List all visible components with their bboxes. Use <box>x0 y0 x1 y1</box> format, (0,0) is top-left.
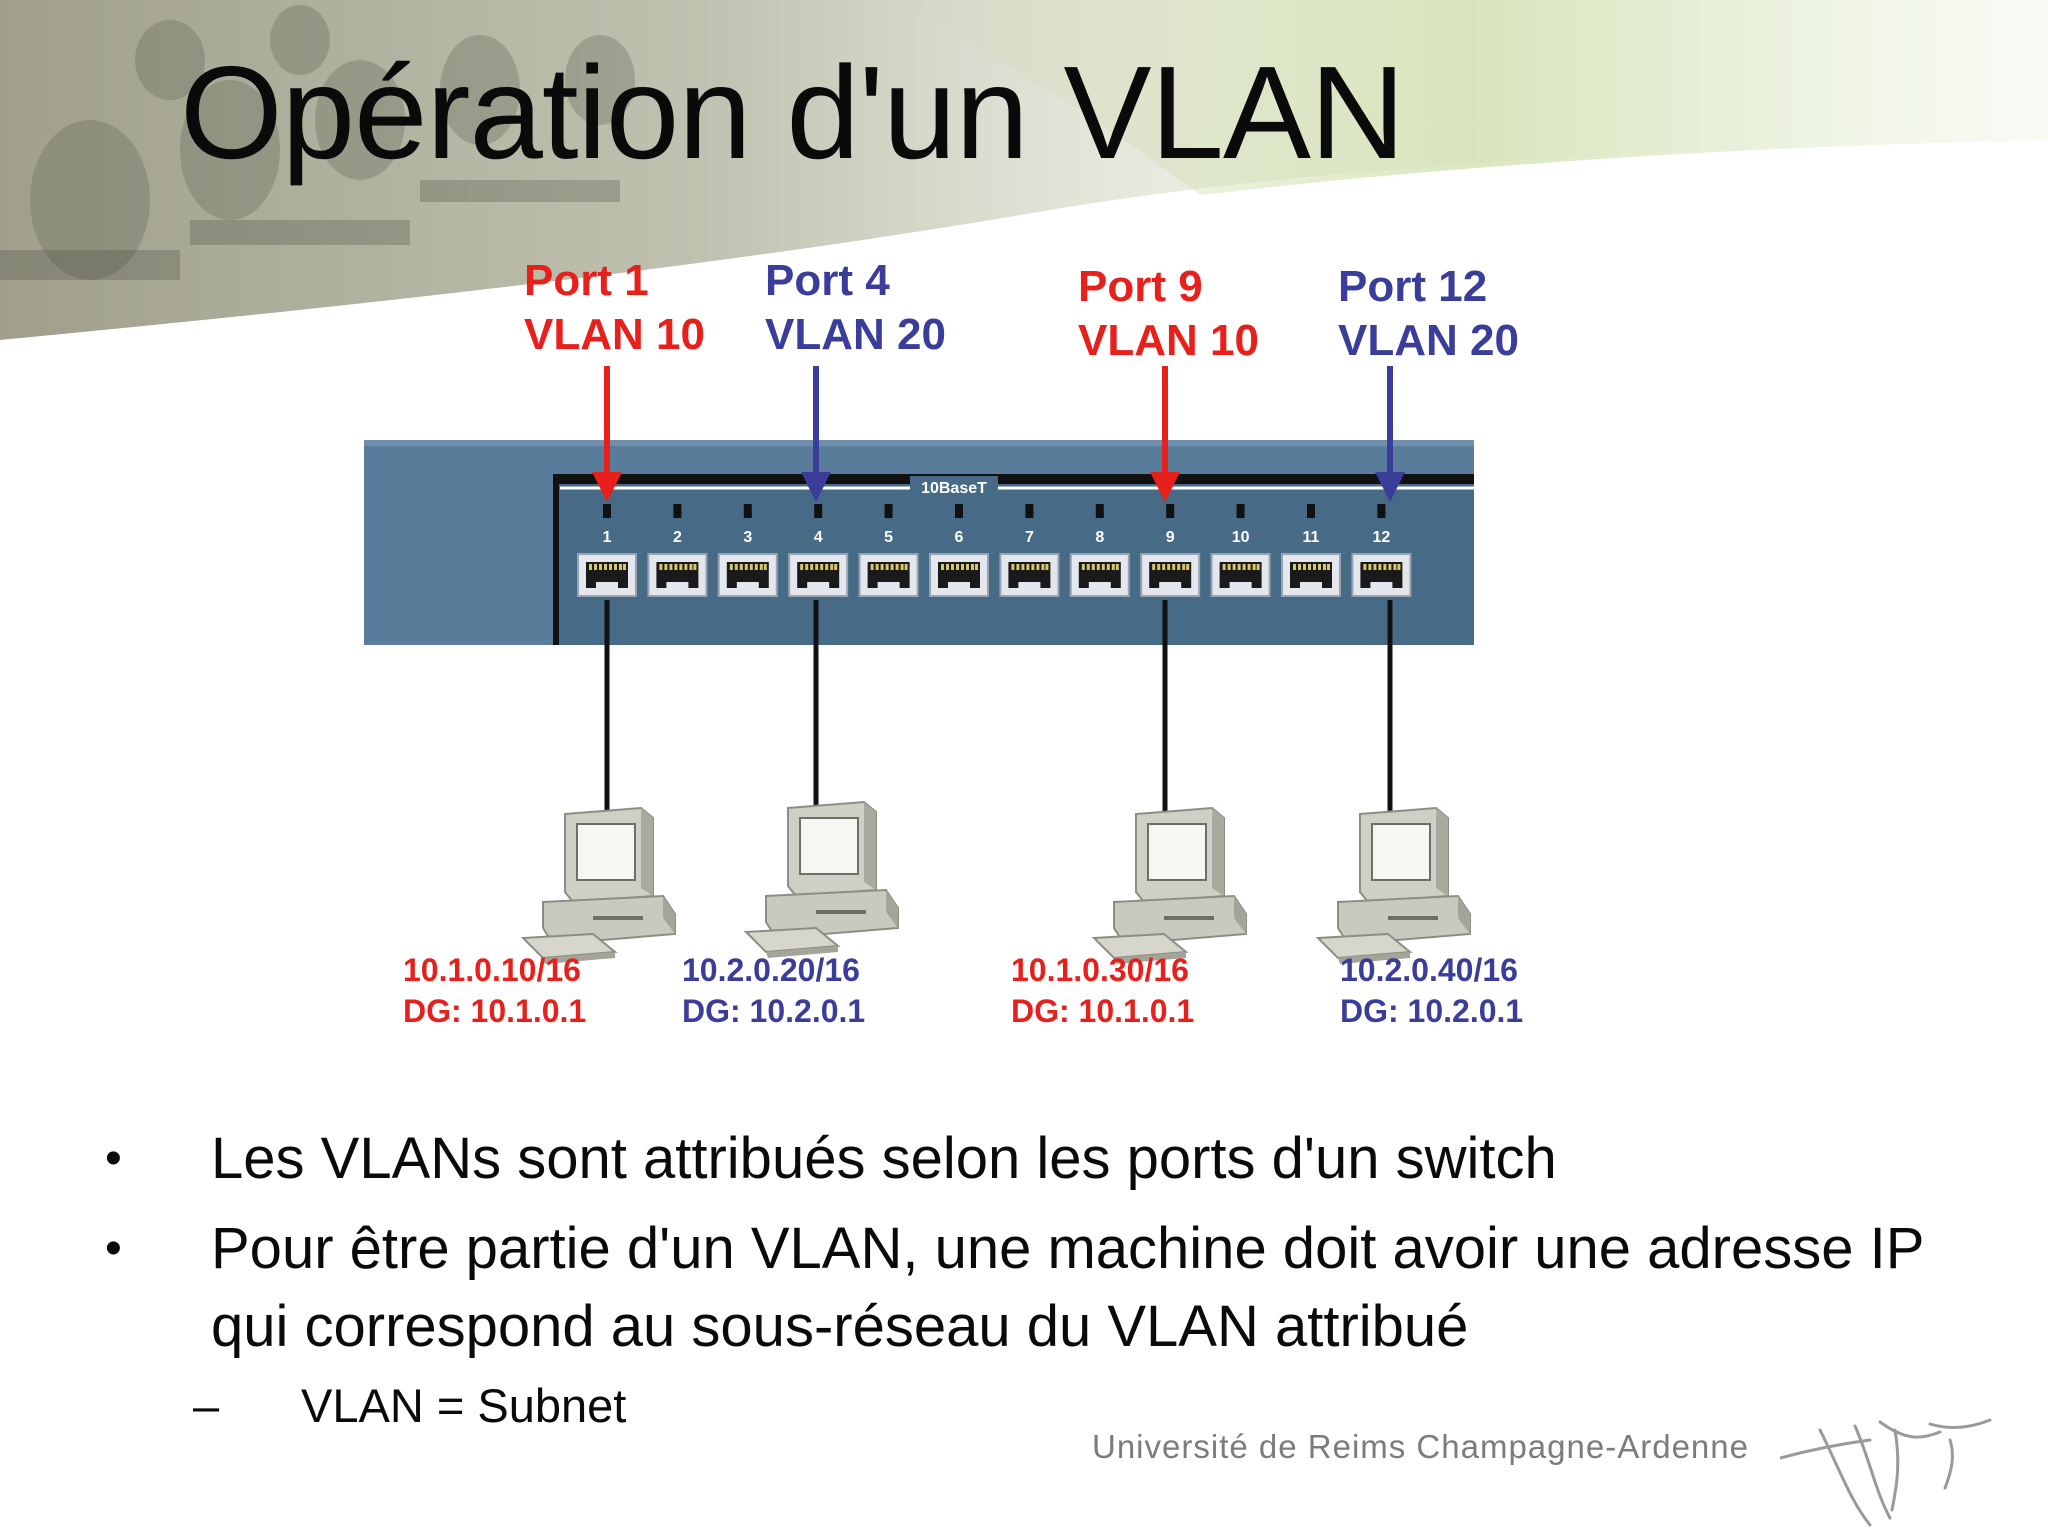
port-label-1: Port 1 VLAN 10 <box>524 254 705 362</box>
port-number-text: Port 12 <box>1338 262 1488 311</box>
ethernet-port <box>1281 553 1341 597</box>
port-label-12: Port 12 VLAN 20 <box>1338 260 1519 368</box>
default-gateway-text: DG: 10.2.0.1 <box>682 993 866 1029</box>
ip-address-text: 10.1.0.10/16 <box>403 952 581 988</box>
switch-band-label: 10BaseT <box>921 480 987 497</box>
host-address-4: 10.2.0.40/16 DG: 10.2.0.1 <box>1340 950 1523 1032</box>
port-led <box>1166 504 1175 518</box>
computer-icon <box>1093 807 1247 965</box>
ip-address-text: 10.2.0.40/16 <box>1340 952 1518 988</box>
port-number-label: 5 <box>884 529 893 546</box>
port-number-label: 6 <box>955 529 964 546</box>
bullet-item: • Les VLANs sont attribués selon les por… <box>105 1120 2005 1198</box>
default-gateway-text: DG: 10.1.0.1 <box>403 993 587 1029</box>
port-number-label: 12 <box>1373 529 1391 546</box>
port-number-label: 10 <box>1232 529 1250 546</box>
university-name: Université de Reims Champagne-Ardenne <box>1092 1428 1749 1465</box>
host-address-3: 10.1.0.30/16 DG: 10.1.0.1 <box>1011 950 1194 1032</box>
vlan-text: VLAN 10 <box>1078 316 1259 365</box>
slide-title: Opération d'un VLAN <box>180 39 1405 186</box>
computer-icon <box>1317 807 1471 965</box>
vlan-text: VLAN 10 <box>524 310 705 359</box>
port-number-label: 9 <box>1166 529 1175 546</box>
ethernet-port <box>577 553 637 597</box>
port-label-9: Port 9 VLAN 10 <box>1078 260 1259 368</box>
port-number-label: 1 <box>603 529 612 546</box>
ethernet-port <box>999 553 1060 597</box>
port-led <box>1025 504 1034 518</box>
ethernet-port <box>858 553 919 597</box>
computer-icon <box>522 807 676 965</box>
sub-bullet-text: VLAN = Subnet <box>301 1379 627 1432</box>
default-gateway-text: DG: 10.2.0.1 <box>1340 993 1524 1029</box>
bullet-text: Pour être partie d'un VLAN, une machine … <box>211 1216 1924 1359</box>
bullet-symbol: • <box>105 1222 122 1275</box>
port-led <box>673 504 682 518</box>
university-logo <box>1780 1418 1992 1527</box>
port-number-label: 4 <box>814 529 823 546</box>
ethernet-port <box>1351 553 1412 597</box>
port-led <box>743 504 752 518</box>
host-address-2: 10.2.0.20/16 DG: 10.2.0.1 <box>682 950 865 1032</box>
ethernet-port <box>1069 553 1130 597</box>
port-label-4: Port 4 VLAN 20 <box>765 254 946 362</box>
bullet-list: • Les VLANs sont attribués selon les por… <box>105 1120 2005 1436</box>
default-gateway-text: DG: 10.1.0.1 <box>1011 993 1195 1029</box>
ethernet-port <box>1140 553 1201 597</box>
bullet-symbol: • <box>105 1132 122 1185</box>
ip-address-text: 10.2.0.20/16 <box>682 952 860 988</box>
bullet-item: • Pour être partie d'un VLAN, une machin… <box>105 1210 2005 1366</box>
port-led <box>955 504 963 518</box>
port-led <box>603 504 611 518</box>
bullet-text: Les VLANs sont attribués selon les ports… <box>211 1126 1557 1191</box>
port-led <box>1236 504 1245 518</box>
port-led <box>814 504 823 518</box>
port-number-label: 8 <box>1095 529 1104 546</box>
port-number-label: 3 <box>743 529 752 546</box>
port-number-label: 2 <box>673 529 682 546</box>
port-led <box>1095 504 1104 518</box>
ip-address-text: 10.1.0.30/16 <box>1011 952 1189 988</box>
vlan-text: VLAN 20 <box>765 310 946 359</box>
sub-bullet-symbol: – <box>193 1379 220 1432</box>
port-led <box>1307 504 1315 518</box>
ethernet-port <box>717 553 778 597</box>
port-number-label: 7 <box>1025 529 1034 546</box>
ethernet-port <box>1210 553 1271 597</box>
port-led <box>884 504 893 518</box>
vlan-text: VLAN 20 <box>1338 316 1519 365</box>
ethernet-port <box>788 553 849 597</box>
computer-icon <box>745 801 899 959</box>
port-number-label: 11 <box>1303 529 1320 546</box>
ethernet-port <box>647 553 708 597</box>
host-address-1: 10.1.0.10/16 DG: 10.1.0.1 <box>403 950 586 1032</box>
port-led <box>1377 504 1386 518</box>
port-number-text: Port 1 <box>524 256 649 305</box>
port-number-text: Port 4 <box>765 256 890 305</box>
header-background-image <box>0 0 2048 340</box>
port-number-text: Port 9 <box>1078 262 1203 311</box>
ethernet-port <box>929 553 989 597</box>
sub-bullet-item: – VLAN = Subnet <box>105 1376 2005 1436</box>
